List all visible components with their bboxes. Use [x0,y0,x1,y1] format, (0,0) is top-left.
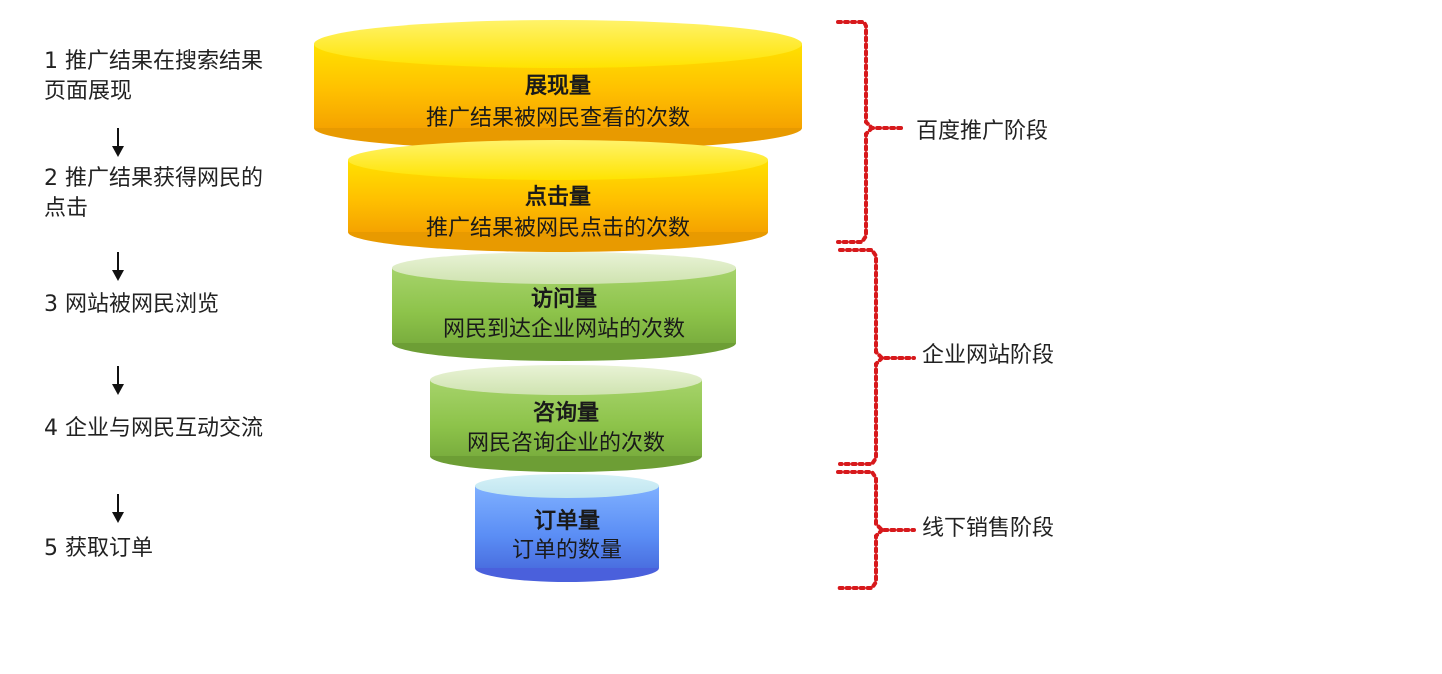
tier-description: 网民到达企业网站的次数 [443,317,685,342]
step-text: 企业与网民互动交流 [65,416,264,441]
funnel-tier-visits: 访问量 网民到达企业网站的次数 [392,252,736,361]
step-number: 2 [44,166,58,191]
funnel-tier-inquiries: 咨询量 网民咨询企业的次数 [430,365,702,472]
tier-top-ellipse [348,140,768,180]
step-text: 推广结果获得网民的点击 [44,166,264,221]
tier-title: 展现量 [525,74,591,99]
arrow-down-icon [112,128,124,157]
tier-body [475,486,659,568]
stage-label-company-website: 企业网站阶段 [922,343,1055,368]
tier-title: 访问量 [531,286,597,312]
tier-title: 订单量 [534,509,600,534]
stage-label-baidu-promotion: 百度推广阶段 [916,119,1049,144]
step-3: 3 网站被网民浏览 [44,290,284,320]
tier-description: 订单的数量 [512,538,622,563]
tier-top-ellipse [392,252,736,284]
tier-title: 咨询量 [533,400,599,426]
tier-description: 推广结果被网民查看的次数 [426,106,690,131]
funnel-tier-impressions: 展现量 推广结果被网民查看的次数 [314,20,802,150]
funnel-tier-clicks: 点击量 推广结果被网民点击的次数 [348,140,768,252]
arrow-down-icon [112,366,124,395]
tier-title: 点击量 [525,184,591,210]
bracket-baidu-promotion [836,20,906,244]
bracket-company-website [838,248,916,466]
stage-label-offline-sales: 线下销售阶段 [922,516,1055,541]
step-number: 3 [44,292,58,317]
tier-top-ellipse [475,474,659,498]
step-text: 获取订单 [65,536,154,561]
step-5: 5 获取订单 [44,534,284,564]
bracket-offline-sales [836,470,916,590]
arrow-down-icon [112,252,124,281]
step-2: 2 推广结果获得网民的点击 [44,164,284,224]
funnel-tier-orders: 订单量 订单的数量 [475,474,659,582]
tier-top-ellipse [314,20,802,68]
tier-description: 推广结果被网民点击的次数 [426,216,690,241]
step-text: 网站被网民浏览 [65,292,220,317]
step-text: 推广结果在搜索结果页面展现 [44,49,264,104]
tier-top-ellipse [430,365,702,395]
step-1: 1 推广结果在搜索结果页面展现 [44,47,284,107]
step-4: 4 企业与网民互动交流 [44,414,284,444]
arrow-down-icon [112,494,124,523]
step-number: 1 [44,49,58,74]
step-number: 4 [44,416,58,441]
tier-description: 网民咨询企业的次数 [467,431,665,456]
step-number: 5 [44,536,58,561]
